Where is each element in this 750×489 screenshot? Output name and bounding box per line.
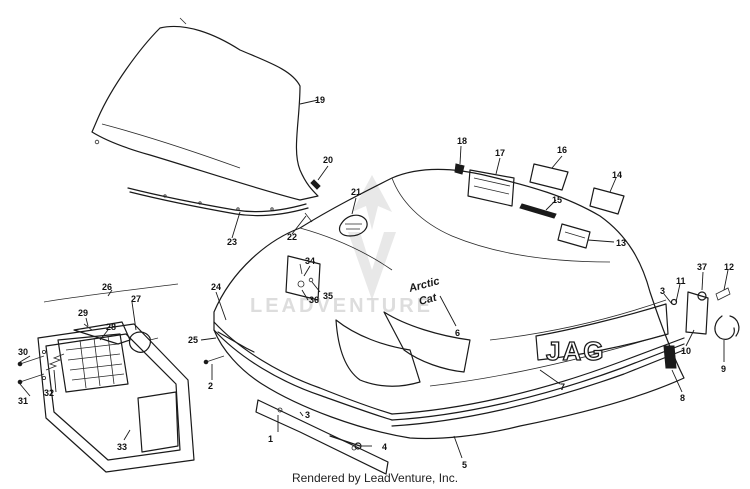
callout-7: 7 (560, 382, 565, 392)
callout-36: 36 (309, 295, 319, 305)
callout-21: 21 (351, 187, 361, 197)
callout-6: 6 (455, 328, 460, 338)
callout-15: 15 (552, 195, 562, 205)
callout-16: 16 (557, 145, 567, 155)
callout-3: 3 (305, 410, 310, 420)
callout-17: 17 (495, 148, 505, 158)
callout-9: 9 (721, 364, 726, 374)
headlight-wire (43, 283, 179, 303)
callout-10: 10 (681, 346, 691, 356)
callout-35: 35 (323, 291, 333, 301)
side-decal: JAG (535, 303, 669, 367)
hood-trim-screw-2 (203, 355, 225, 365)
rear-decal-14 (589, 187, 625, 215)
callout-30: 30 (18, 347, 28, 357)
callout-33: 33 (117, 442, 127, 452)
callout-23: 23 (227, 237, 237, 247)
windshield-trim (127, 187, 309, 217)
render-credit: Rendered by LeadVenture, Inc. (291, 471, 459, 485)
callout-3-latch: 3 (660, 286, 665, 296)
windshield-screw-22 (304, 212, 313, 223)
callout-26: 26 (102, 282, 112, 292)
callout-32: 32 (44, 388, 54, 398)
callout-20: 20 (323, 155, 333, 165)
rear-strip-15 (519, 203, 557, 219)
watermark-text: LEADVENTURE (250, 295, 433, 317)
callout-2: 2 (208, 381, 213, 391)
hood-badge-line2: Cat (418, 291, 440, 308)
headlight-lens (57, 333, 129, 393)
rear-decal-16 (529, 163, 569, 191)
rear-bolt-18 (454, 163, 465, 175)
callout-31: 31 (18, 396, 28, 406)
rear-emblem-13 (557, 223, 591, 249)
callout-22: 22 (287, 232, 297, 242)
lower-bracket (255, 399, 389, 475)
callout-28: 28 (106, 322, 116, 332)
leader-lines (19, 99, 729, 459)
callout-34: 34 (305, 256, 315, 266)
headlight-adjust-spring (45, 353, 65, 371)
callout-14: 14 (612, 170, 622, 180)
headlight-bezel (37, 323, 195, 473)
hood-latch-hardware (663, 287, 740, 369)
hood-trim-strip-25 (217, 331, 255, 353)
callout-13: 13 (616, 238, 626, 248)
callout-4: 4 (382, 442, 387, 452)
callout-11: 11 (676, 276, 686, 286)
hood-badge-line1: Arctic (407, 275, 441, 295)
callout-25: 25 (188, 335, 198, 345)
hood-bracket (285, 255, 321, 301)
callout-8: 8 (680, 393, 685, 403)
side-decal-text: JAG (546, 336, 605, 366)
headlight-screws (17, 323, 93, 385)
callout-1: 1 (268, 434, 273, 444)
headlight-bulb-socket (128, 331, 159, 353)
callout-24: 24 (211, 282, 221, 292)
windshield-screw-20 (310, 179, 321, 190)
callout-29: 29 (78, 308, 88, 318)
callout-5: 5 (462, 460, 467, 470)
callout-27: 27 (131, 294, 141, 304)
callout-37: 37 (697, 262, 707, 272)
watermark-logo: LEADVENTURE (250, 175, 433, 317)
callout-19: 19 (315, 95, 325, 105)
hood-body (213, 168, 685, 440)
rear-trim-plate (467, 169, 515, 207)
callout-12: 12 (724, 262, 734, 272)
hood-vent (338, 214, 368, 237)
callout-18: 18 (457, 136, 467, 146)
callout-labels: 1 2 3 3 4 5 6 7 8 9 10 11 12 13 14 15 16… (18, 95, 734, 470)
windshield (91, 17, 319, 201)
